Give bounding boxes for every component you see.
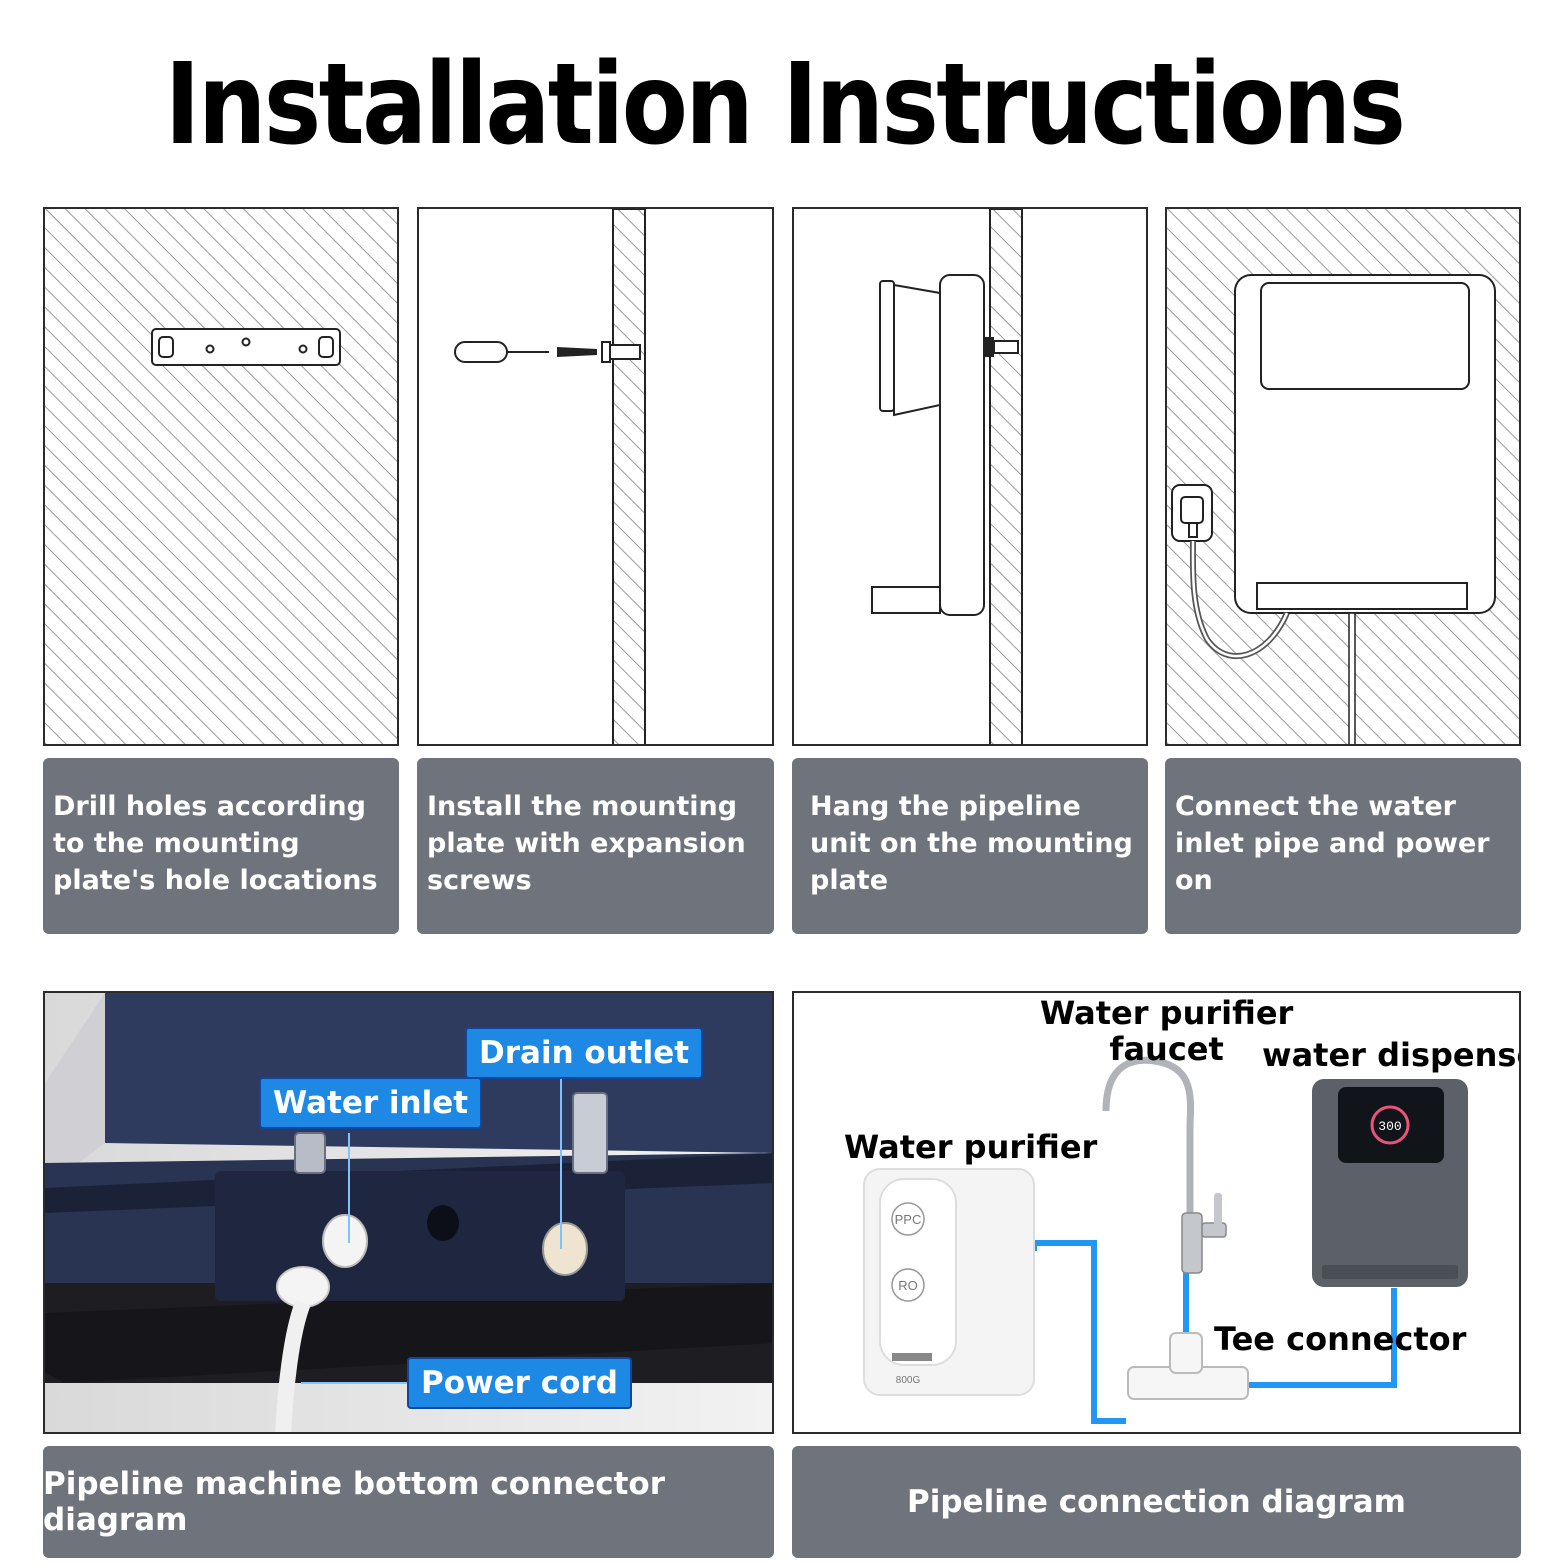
water-inlet-fitting-icon	[294, 1132, 368, 1268]
step-1-caption: Drill holes according to the mounting pl…	[43, 758, 399, 934]
step-2-caption: Install the mounting plate with expansio…	[417, 758, 774, 934]
power-plug-icon	[1171, 484, 1290, 659]
drill-holes-drawing	[45, 209, 397, 744]
ppc-button-label: PPC	[895, 1212, 922, 1227]
step-2-illustration	[417, 207, 774, 746]
purifier-model-label: 800G	[896, 1375, 921, 1386]
step-4-text: Connect the water inlet pipe and power o…	[1175, 791, 1490, 896]
drain-outlet-label: Drain outlet	[465, 1027, 704, 1079]
bottom-connector-illustration: Water inlet Drain outlet Power cord	[43, 991, 774, 1434]
ro-button-label: RO	[898, 1278, 918, 1293]
water-inlet-label: Water inlet	[259, 1077, 483, 1129]
screwdriver-icon	[454, 341, 549, 363]
dispenser-label: water dispenser	[1262, 1036, 1519, 1074]
pipeline-connection-illustration: PPC RO 800G 300 Water purifier faucet wa…	[792, 991, 1521, 1434]
bottom-left-caption-text: Pipeline machine bottom connector diagra…	[43, 1466, 666, 1538]
machine-bottom-drawing	[45, 993, 772, 1432]
faucet-label: Water purifier faucet	[1040, 994, 1294, 1068]
step-1-text: Drill holes according to the mounting pl…	[53, 791, 378, 896]
step-3-caption: Hang the pipeline unit on the mounting p…	[792, 758, 1148, 934]
display-readout: 300	[1378, 1119, 1401, 1134]
hang-unit-drawing	[871, 209, 1023, 744]
bottom-right-caption: Pipeline connection diagram	[792, 1446, 1521, 1558]
step-2-text: Install the mounting plate with expansio…	[427, 791, 746, 896]
pipeline-unit-front-icon	[1234, 274, 1496, 614]
bottom-right-caption-text: Pipeline connection diagram	[907, 1484, 1406, 1520]
machine-body	[45, 993, 772, 1383]
water-purifier-icon: PPC RO 800G	[863, 1168, 1035, 1396]
step-3-text: Hang the pipeline unit on the mounting p…	[810, 791, 1133, 896]
mounting-plate-icon	[151, 328, 341, 366]
expansion-screw-drawing	[454, 209, 646, 744]
step-4-caption: Connect the water inlet pipe and power o…	[1165, 758, 1521, 934]
step-1-illustration	[43, 207, 399, 746]
drain-outlet-fitting-icon	[542, 1092, 608, 1276]
tee-connector-label: Tee connector	[1214, 1320, 1467, 1358]
expansion-screw-icon	[557, 341, 641, 363]
power-cord-icon	[275, 1266, 330, 1432]
step-4-illustration	[1165, 207, 1521, 746]
step-3-illustration	[792, 207, 1148, 746]
pipeline-connection-drawing: PPC RO 800G 300	[863, 1056, 1468, 1424]
purifier-label: Water purifier	[844, 1128, 1098, 1166]
water-dispenser-icon: 300	[1312, 1079, 1468, 1287]
tee-connector-icon	[1127, 1332, 1249, 1400]
bottom-left-caption: Pipeline machine bottom connector diagra…	[43, 1446, 774, 1558]
faucet-icon	[1102, 1056, 1227, 1274]
page-title: Installation Instructions	[164, 40, 1406, 170]
pipeline-unit-side-icon	[871, 274, 1019, 616]
connect-power-drawing	[1167, 209, 1519, 744]
power-cord-label: Power cord	[407, 1357, 632, 1409]
